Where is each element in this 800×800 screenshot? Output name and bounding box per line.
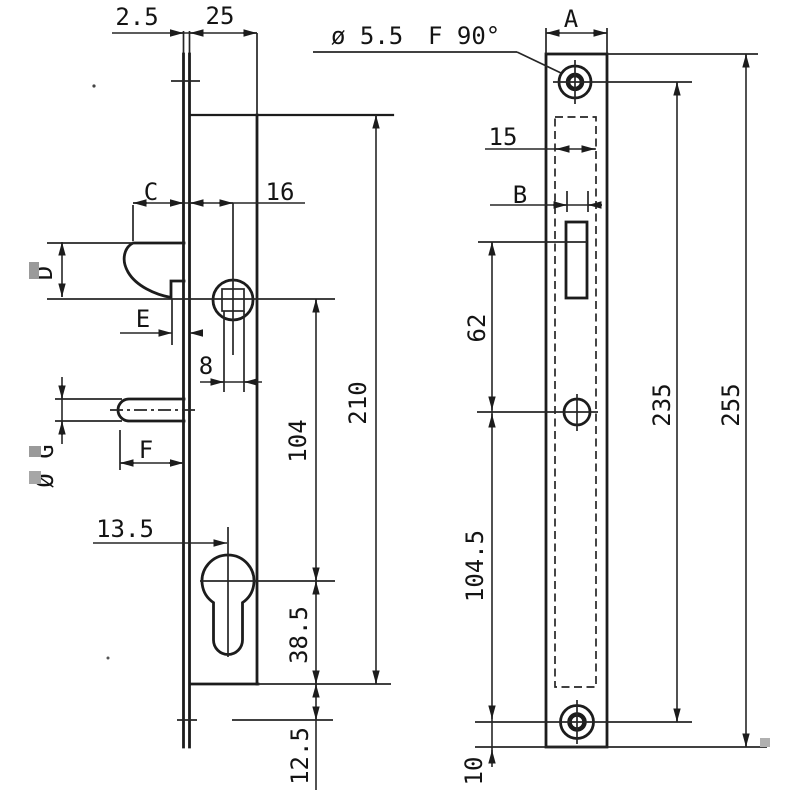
pin-bolt <box>110 397 197 423</box>
scan-smudge <box>29 471 41 484</box>
dim-label-spindle-to-cylinder: 104 <box>284 419 312 462</box>
dim-label-cutout-width: 15 <box>489 123 518 151</box>
scan-smudge <box>29 446 41 457</box>
scan-dot <box>92 84 96 88</box>
pin-hole <box>477 394 598 431</box>
dim-label-slot-width: B <box>513 181 527 209</box>
dim-label-case-length: 210 <box>344 381 372 424</box>
side-dimensions: 2.5 25 C 16 D E <box>30 2 380 790</box>
scan-artifacts <box>29 84 770 747</box>
front-view: A ø 5.5 F 90° 15 B 62 <box>313 5 767 785</box>
dim-label-spindle-square: 8 <box>199 352 213 380</box>
hook-bolt <box>122 241 186 300</box>
scan-smudge <box>760 738 770 747</box>
scan-dot <box>106 656 110 660</box>
dim-label-cylinder-backset: 13.5 <box>96 515 154 543</box>
euro-cylinder-cutout <box>200 527 335 657</box>
faceplate-side <box>171 31 200 749</box>
note-countersink-angle: F 90° <box>428 22 500 50</box>
dim-label-screw-to-edge: 10 <box>460 757 488 786</box>
dim-label-plate-thickness: 2.5 <box>115 3 158 31</box>
lock-case-side <box>188 33 395 686</box>
dim-label-case-depth: 25 <box>206 2 235 30</box>
dim-label-cylinder-to-case-end: 38.5 <box>285 606 313 664</box>
dim-label-plate-length: 255 <box>717 383 745 426</box>
note-countersink-diameter: ø 5.5 <box>331 22 403 50</box>
dim-label-pin-to-screw: 104.5 <box>461 530 489 602</box>
dim-label-hook-notch: E <box>136 305 150 333</box>
dim-label-spindle-backset: 16 <box>266 178 295 206</box>
euro-profile-outline <box>200 553 256 656</box>
spindle-hole <box>47 203 335 355</box>
dim-label-plate-width: A <box>564 5 579 33</box>
dim-label-screw-centers: 235 <box>648 383 676 426</box>
mortise-case-hidden-outline <box>554 116 597 688</box>
dim-label-pin-projection: F <box>139 436 153 464</box>
top-screw-hole <box>553 60 692 104</box>
scan-smudge <box>29 262 39 279</box>
side-view: 2.5 25 C 16 D E <box>30 2 395 790</box>
hook-slot-outline <box>564 220 589 300</box>
dim-label-slot-to-pin: 62 <box>463 314 491 343</box>
dim-label-case-to-screw: 12.5 <box>286 727 314 785</box>
dim-label-hook-projection: C <box>144 178 158 206</box>
hook-bolt-outline <box>122 241 186 300</box>
faceplate-front <box>475 28 767 749</box>
bottom-screw-hole <box>475 700 692 744</box>
front-dimensions: A ø 5.5 F 90° 15 B 62 <box>313 5 750 786</box>
hook-slot <box>478 220 589 300</box>
leader-line <box>516 51 562 74</box>
